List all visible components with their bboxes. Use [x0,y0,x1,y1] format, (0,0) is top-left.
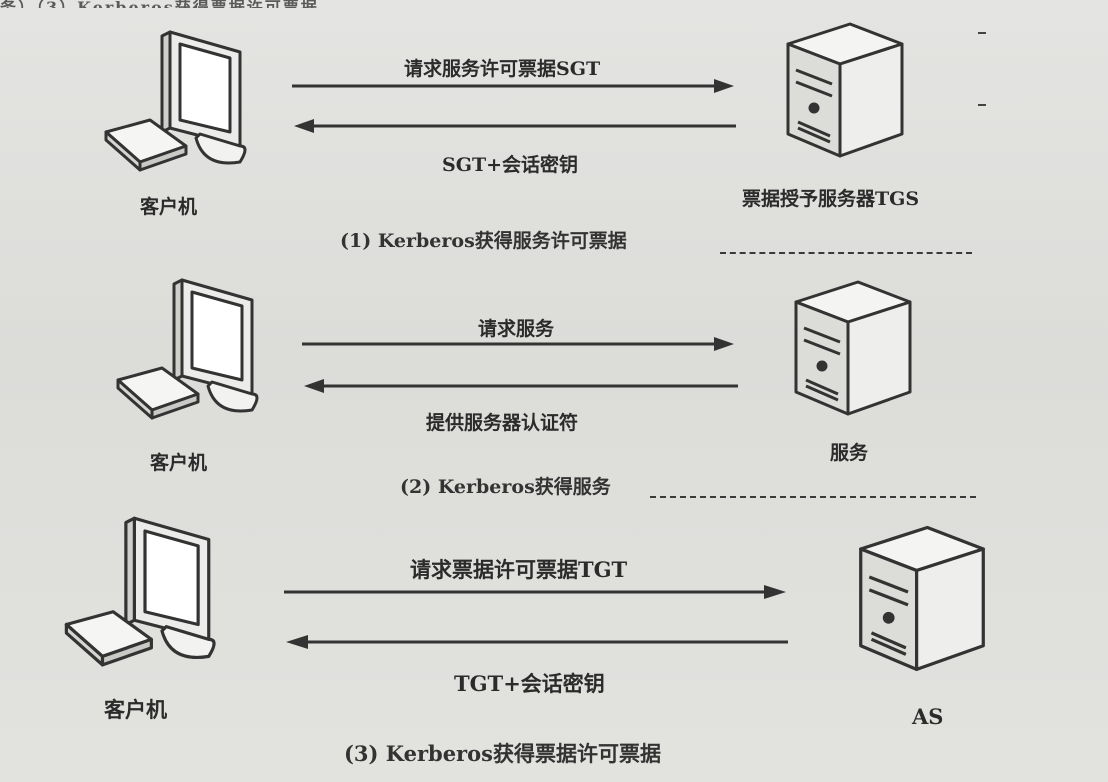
panel-divider [650,496,976,498]
panel-caption: (3) Kerberos获得票据许可票据 [344,741,661,766]
tgs-server-icon [786,22,904,158]
client-label: 客户机 [150,452,208,474]
server-label: 票据授予服务器TGS [742,188,920,210]
margin-mark [978,104,986,106]
request-label: 请求服务许可票据SGT [404,58,601,80]
margin-mark [978,32,986,34]
request-label: 请求服务 [478,318,555,340]
server-label: AS [912,704,944,729]
panel-3: 客户机 请求票据许可票据TGT TGT+会话密钥 AS (3) Kerb [0,498,1108,782]
service-server-icon [794,280,912,416]
response-arrow [286,635,788,649]
request-arrow [292,79,734,93]
server-label: 服务 [830,442,869,464]
as-server-icon [859,525,985,672]
client-computer-icon [64,516,216,667]
panel-1: 客户机 请求服务许可票据SGT SGT+会话密钥 票据授予服务器TGS [0,0,1108,258]
cropped-heading-text: 务）（3）Kerberos获得票据许可票据 [0,0,520,8]
client-computer-icon [116,278,259,420]
panel-caption: (2) Kerberos获得服务 [400,476,611,498]
response-label: SGT+会话密钥 [442,154,579,176]
response-label: TGT+会话密钥 [454,671,605,696]
response-arrow [294,119,736,133]
panel-divider [720,252,972,254]
request-arrow [284,585,786,599]
response-label: 提供服务器认证符 [426,412,579,434]
panel-caption: (1) Kerberos获得服务许可票据 [340,230,627,252]
panel-2: 客户机 请求服务 提供服务器认证符 服务 (2) Kerberos获得服 [0,258,1108,498]
client-label: 客户机 [104,697,167,722]
response-arrow [304,379,738,393]
client-label: 客户机 [140,196,198,218]
client-computer-icon [104,30,247,172]
request-label: 请求票据许可票据TGT [410,557,628,582]
request-arrow [302,337,734,351]
